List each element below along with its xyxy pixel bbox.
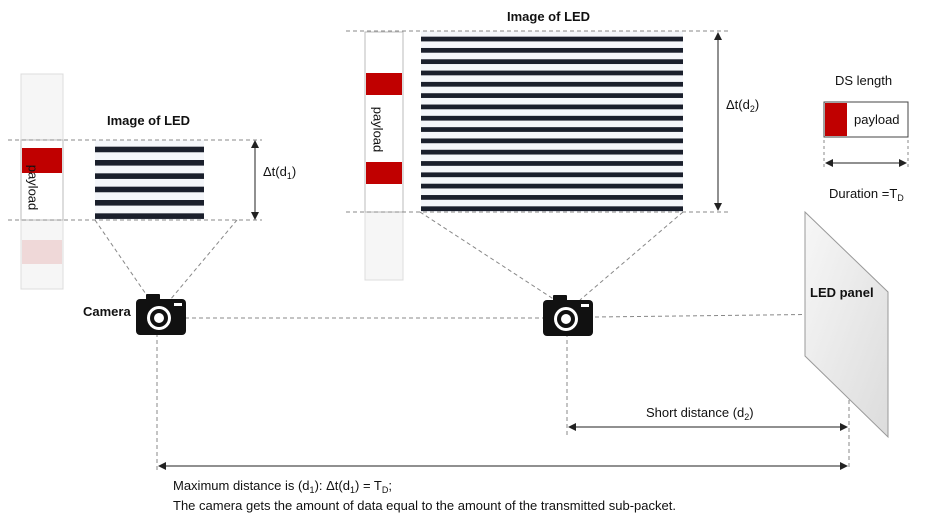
right-led-dark-stripe bbox=[421, 59, 683, 65]
right-packet-strip bbox=[364, 31, 404, 281]
right-led-image bbox=[421, 31, 683, 212]
camera-label: Camera bbox=[83, 304, 131, 319]
right-led-dark-stripe bbox=[421, 81, 683, 87]
right-led-dark-stripe bbox=[421, 70, 683, 76]
ds-red-marker bbox=[825, 103, 847, 136]
left-led-dark-stripe bbox=[95, 200, 204, 206]
left-led-dark-stripe bbox=[95, 146, 204, 153]
left-led-background bbox=[95, 140, 204, 220]
camera-icon bbox=[543, 295, 593, 336]
short-distance-label: Short distance (d2) bbox=[646, 405, 754, 422]
left-strip-label: payload bbox=[25, 164, 41, 211]
caption-line-1: Maximum distance is (d1): Δt(d1) = TD; bbox=[173, 478, 392, 495]
left-led-dark-stripe bbox=[95, 173, 204, 179]
led-panel-label: LED panel bbox=[810, 285, 874, 300]
right-led-dark-stripe bbox=[421, 206, 683, 212]
right-led-dark-stripe bbox=[421, 36, 683, 42]
left-image-title: Image of LED bbox=[107, 113, 191, 128]
left-red-marker-top bbox=[22, 148, 62, 173]
left-packet-strip bbox=[20, 73, 64, 290]
ds-payload-label: payload bbox=[854, 112, 900, 127]
right-led-dark-stripe bbox=[421, 93, 683, 98]
right-strip-label: payload bbox=[370, 106, 386, 153]
led-panel bbox=[804, 210, 889, 439]
right-led-dark-stripe bbox=[421, 127, 683, 132]
left-led-dark-stripe bbox=[95, 160, 204, 166]
left-delta-label: Δt(d1) bbox=[263, 164, 297, 181]
left-led-dark-stripe bbox=[95, 186, 204, 193]
right-led-dark-stripe bbox=[421, 104, 683, 110]
right-led-dark-stripe bbox=[421, 183, 683, 189]
right-led-dark-stripe bbox=[421, 149, 683, 155]
left-led-dark-stripe bbox=[95, 213, 204, 219]
right-led-dark-stripe bbox=[421, 115, 683, 121]
duration-label: Duration =TD bbox=[829, 186, 904, 203]
caption-line-2: The camera gets the amount of data equal… bbox=[173, 498, 676, 513]
right-led-dark-stripe bbox=[421, 47, 683, 53]
left-led-image bbox=[95, 140, 204, 220]
camera-icon bbox=[136, 294, 186, 335]
left-red-marker-faded bbox=[22, 240, 62, 264]
right-led-dark-stripe bbox=[421, 195, 683, 200]
right-red-marker-bottom bbox=[366, 162, 402, 184]
right-led-dark-stripe bbox=[421, 138, 683, 144]
ds-length-title: DS length bbox=[835, 73, 893, 88]
right-red-marker-top bbox=[366, 73, 402, 95]
right-led-dark-stripe bbox=[421, 172, 683, 178]
right-delta-label: Δt(d2) bbox=[726, 97, 760, 114]
right-image-title: Image of LED bbox=[507, 9, 591, 24]
right-led-dark-stripe bbox=[421, 161, 683, 166]
ds-length-box bbox=[823, 101, 909, 170]
